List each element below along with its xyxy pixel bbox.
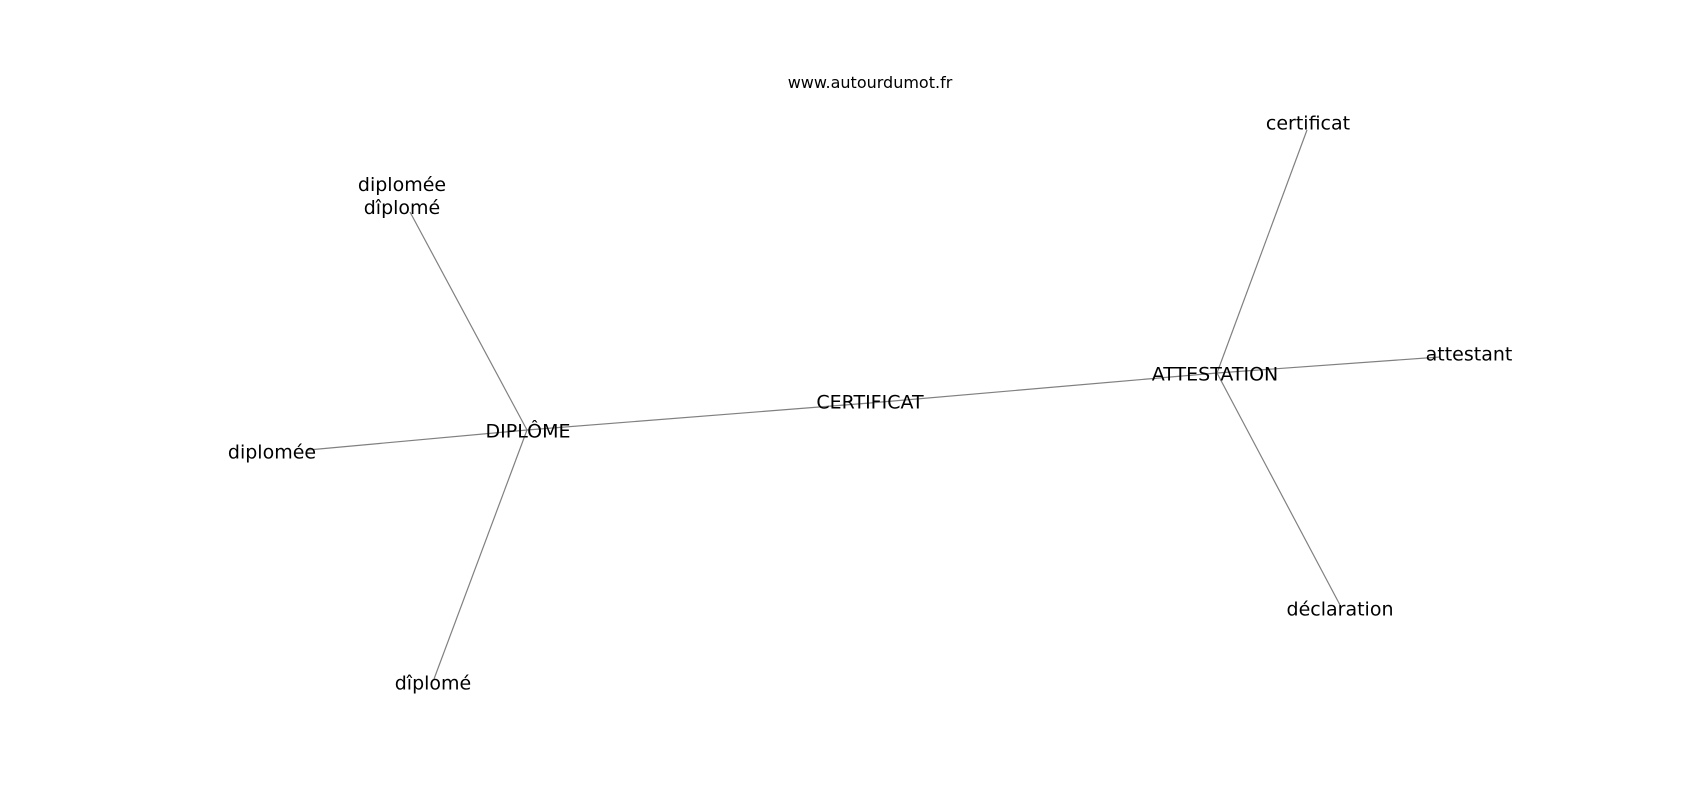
node-label-line: dîplomé: [364, 197, 441, 219]
edge-attestation_hub-declaration: [1216, 372, 1341, 606]
node-diplomee[interactable]: diplomée: [228, 442, 316, 464]
node-diplome-accent[interactable]: dîplomé: [395, 673, 472, 695]
node-attestant[interactable]: attestant: [1426, 344, 1513, 366]
edge-diplome_hub-certificat_center: [526, 402, 871, 431]
edge-attestation_hub-certificat: [1216, 129, 1308, 374]
edge-certificat_center-attestation_hub: [869, 372, 1218, 404]
node-diplome-hub[interactable]: DIPLÔME: [486, 419, 571, 443]
edge-diplome_hub-diplomee: [307, 429, 528, 451]
node-attestation-hub[interactable]: ATTESTATION: [1152, 364, 1279, 386]
node-declaration[interactable]: déclaration: [1287, 599, 1394, 621]
site-watermark: www.autourdumot.fr: [788, 73, 953, 92]
node-certificat-center[interactable]: CERTIFICAT: [816, 392, 924, 414]
node-label-line: diplomée: [358, 174, 446, 196]
edges: [307, 129, 1441, 680]
edge-attestation_hub-attestant: [1216, 356, 1441, 374]
edge-diplome_hub-diplome_accent: [433, 429, 528, 680]
node-certificat[interactable]: certificat: [1266, 113, 1350, 135]
edge-diplome_hub-diplomee_diplome: [409, 211, 528, 431]
